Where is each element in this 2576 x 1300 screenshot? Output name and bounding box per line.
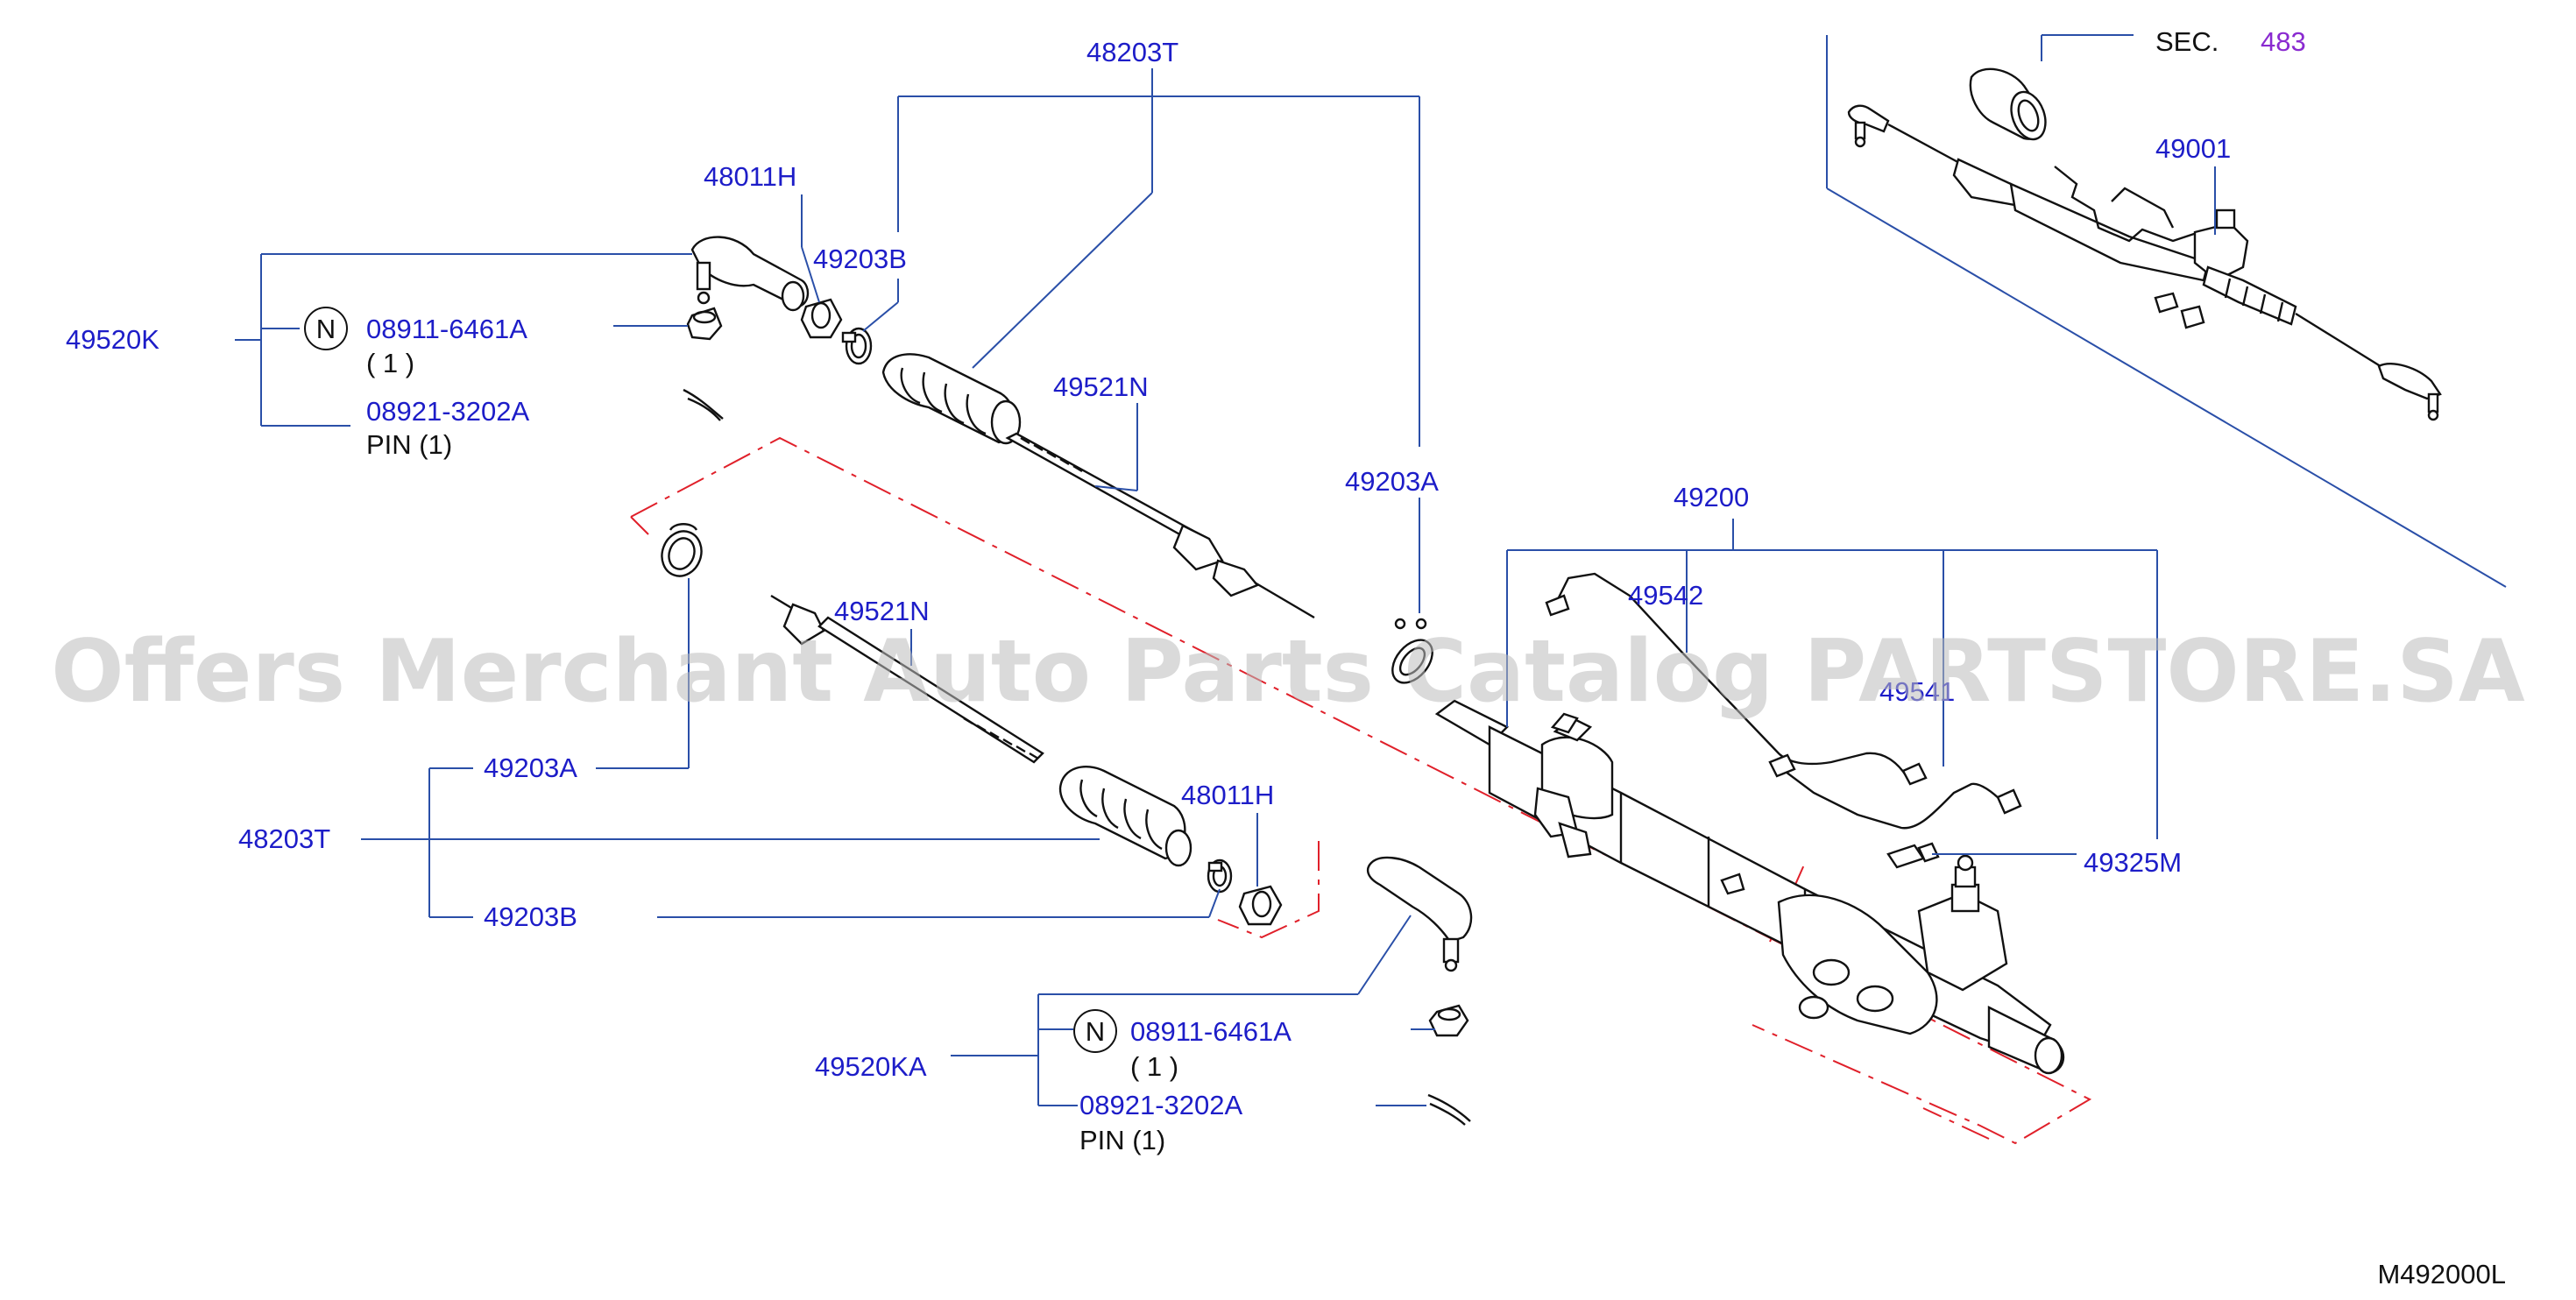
label-pin-bottom-qty: PIN (1) <box>1079 1125 1165 1155</box>
label-49520k[interactable]: 49520K <box>66 324 159 355</box>
label-49541[interactable]: 49541 <box>1879 676 1955 707</box>
diagram-code: M492000L <box>2377 1259 2506 1289</box>
label-49542[interactable]: 49542 <box>1628 580 1703 611</box>
label-pin-bottom[interactable]: 08921-3202A <box>1079 1090 1242 1120</box>
tie-rod-end-bottom <box>1366 856 1473 972</box>
link-sec-483[interactable]: 483 <box>2261 26 2306 57</box>
label-nut-bottom-qty: ( 1 ) <box>1130 1051 1178 1082</box>
nut-bottom <box>1428 1004 1469 1037</box>
label-49325m[interactable]: 49325M <box>2084 847 2182 878</box>
part-labels: 48203T 48011H 49203B 49520K 08911-6461A … <box>66 26 2506 1289</box>
label-nut-top-qty: ( 1 ) <box>366 348 414 378</box>
label-48011h-mid[interactable]: 48011H <box>1181 780 1274 810</box>
snap-ring-49203a-top <box>1391 618 1433 684</box>
watermark: Offers Merchant Auto Parts Catalog PARTS… <box>51 622 2525 722</box>
label-49203a-top[interactable]: 49203A <box>1345 466 1439 497</box>
label-pin-top[interactable]: 08921-3202A <box>366 396 529 427</box>
label-49203b-mid[interactable]: 49203B <box>484 901 577 932</box>
label-49001[interactable]: 49001 <box>2155 133 2231 164</box>
label-48203t-top[interactable]: 48203T <box>1086 37 1178 67</box>
leader-lines <box>235 34 2216 1106</box>
n-symbol-bottom: N <box>1073 1009 1117 1053</box>
label-49203a-mid[interactable]: 49203A <box>484 752 577 783</box>
inner-tie-rod-49521n-top <box>1005 432 1315 619</box>
clamp-49203b-top <box>841 327 873 365</box>
fitting-49325m <box>1886 842 1940 869</box>
cotter-pin-bottom <box>1427 1093 1471 1126</box>
label-nut-top[interactable]: 08911-6461A <box>366 314 527 344</box>
label-49200[interactable]: 49200 <box>1674 482 1749 512</box>
label-nut-bottom[interactable]: 08911-6461A <box>1130 1016 1292 1047</box>
label-pin-top-qty: PIN (1) <box>366 429 452 460</box>
label-48011h-top[interactable]: 48011H <box>704 161 796 192</box>
svg-text:N: N <box>1086 1016 1105 1047</box>
lock-nut-48011h-mid <box>1238 885 1283 926</box>
feed-tube-49542 <box>1545 572 1928 786</box>
assembly-boundary <box>630 436 2092 1145</box>
svg-text:N: N <box>316 314 336 344</box>
feed-tube-49541 <box>1768 753 2022 830</box>
snap-ring-49203a-mid <box>661 523 703 577</box>
clamp-49203b-mid <box>1207 858 1233 894</box>
boot-48203t-mid <box>1058 765 1192 867</box>
label-sec: SEC. <box>2155 26 2219 57</box>
boot-48203t-top <box>881 353 1022 445</box>
steering-gear-assembly-49001 <box>1826 35 2507 588</box>
label-49521n-mid[interactable]: 49521N <box>834 596 930 626</box>
cotter-pin-top <box>683 388 724 421</box>
label-49520ka[interactable]: 49520KA <box>815 1051 927 1082</box>
label-48203t-mid[interactable]: 48203T <box>238 823 330 854</box>
label-49521n-top[interactable]: 49521N <box>1053 371 1149 402</box>
nut-top <box>686 307 723 341</box>
inner-tie-rod-49521n-mid <box>770 594 1044 764</box>
label-49203b-top[interactable]: 49203B <box>813 244 907 274</box>
rack-housing-49200 <box>1434 699 2065 1075</box>
lock-nut-48011h-top <box>800 298 843 339</box>
n-symbol-top: N <box>304 307 348 350</box>
tie-rod-end-top <box>690 236 810 312</box>
insulator-sec483 <box>1969 67 2047 141</box>
